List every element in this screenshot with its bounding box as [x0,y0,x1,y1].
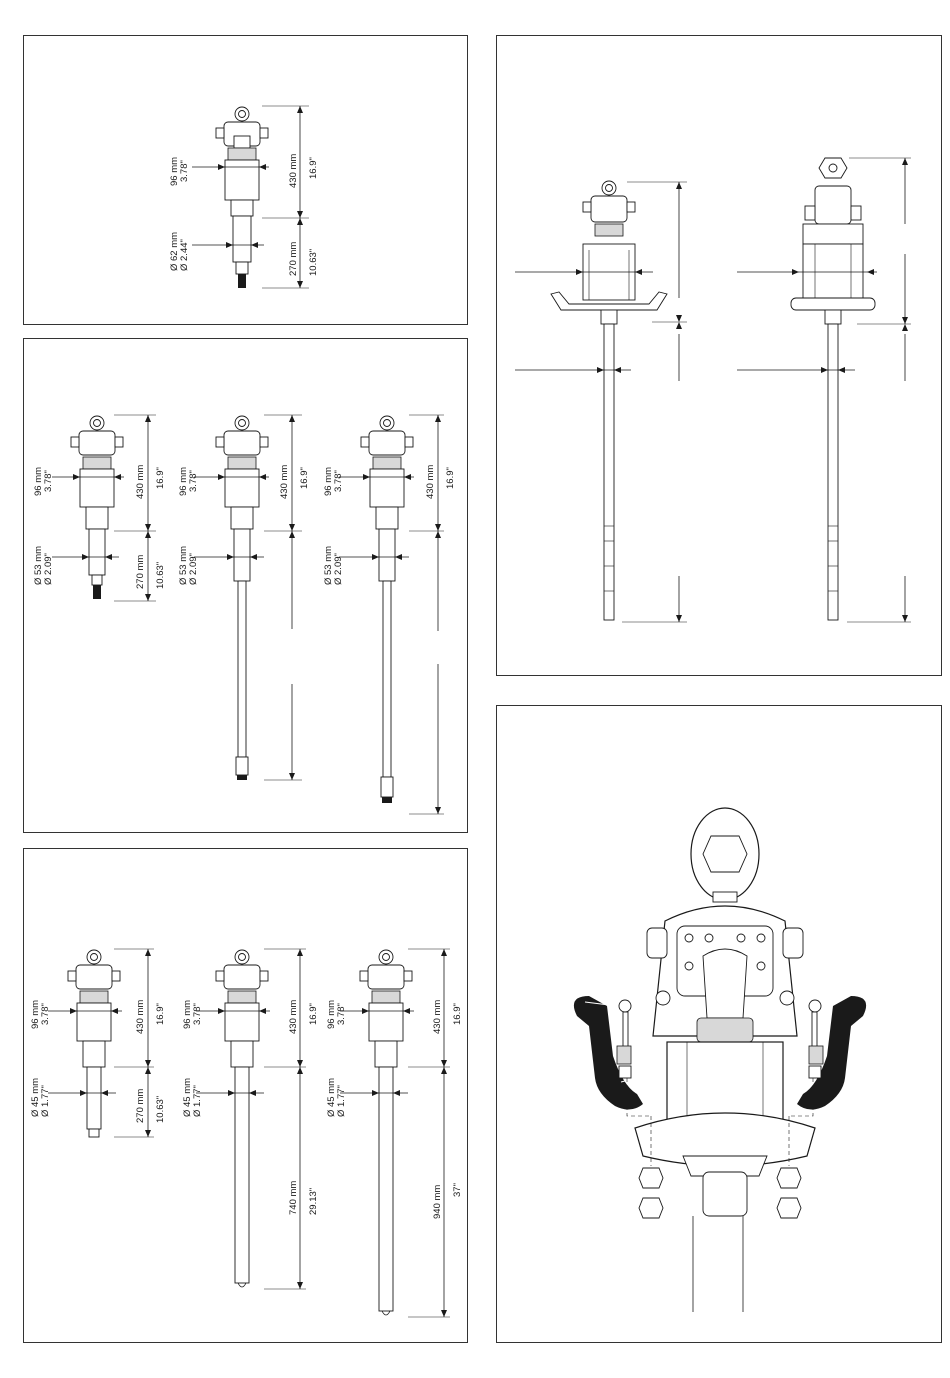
p3-3-dim-b-in: 16.9" [452,1003,463,1025]
p3-3-dim-d-in: 37" [452,1183,463,1197]
pump-figure-2 [215,949,269,1288]
p2-1-dim-b-in: 16.9" [155,467,166,489]
p3-1-dim-a: 96 mm [30,1000,41,1029]
p2-3-dim-b: 430 mm [425,465,436,499]
p3-1-dim-b: 430 mm [135,1000,146,1034]
lifting-eye [690,807,760,903]
p3-1-dim-c-in: Ø 1.77" [40,1085,51,1117]
p2-1-dim-c: Ø 53 mm [33,546,44,585]
p2-3-dim-a-in: 3.78" [333,470,344,492]
p3-3-dim-d: 940 mm [432,1185,443,1219]
p2-2-dim-a: 96 mm [178,467,189,496]
p3-3-dim-a-in: 3.78" [336,1003,347,1025]
pump-figure-1 [70,415,124,599]
p2-2-dim-b-in: 16.9" [299,467,310,489]
p3-2-dim-b: 430 mm [288,1000,299,1034]
p3-3-dim-b: 430 mm [432,1000,443,1034]
pump-drawing-4 [515,157,911,623]
p3-2-dim-a: 96 mm [182,1000,193,1029]
p2-2-dim-c: Ø 53 mm [178,546,189,585]
p3-1-dim-b-in: 16.9" [155,1003,166,1025]
panel-pumps-with-cover [496,35,942,676]
p2-1-dim-d: 270 mm [135,555,146,589]
pump-with-drum [790,157,876,621]
p2-2-dim-c-in: Ø 2.09" [188,553,199,585]
dim-a: 96 mm [169,157,180,186]
left-handle-icon [573,996,643,1110]
dim-b: 430 mm [288,154,299,188]
p3-3-dim-c-in: Ø 1.77" [336,1085,347,1117]
pump-cylinder [634,1041,816,1312]
dim-b-in: 16.9" [308,157,319,179]
p3-2-dim-d: 740 mm [288,1181,299,1215]
p3-1-dim-a-in: 3.78" [40,1003,51,1025]
p2-3-dim-c-in: Ø 2.09" [333,553,344,585]
panel-handle-assembly [496,705,942,1343]
dim-c: Ø 62 mm [169,232,180,271]
p3-2-dim-a-in: 3.78" [192,1003,203,1025]
p2-2-dim-b: 430 mm [279,465,290,499]
p3-2-dim-b-in: 16.9" [308,1003,319,1025]
p3-1-dim-d-in: 10.63" [155,1096,166,1123]
p2-1-dim-c-in: Ø 2.09" [43,553,54,585]
p3-1-dim-d: 270 mm [135,1089,146,1123]
p3-2-dim-c: Ø 45 mm [182,1078,193,1117]
right-handle-icon [797,996,867,1110]
p2-1-dim-b: 430 mm [135,465,146,499]
pump-figure-3 [360,415,414,803]
pump-figure-3 [359,949,413,1316]
p3-2-dim-c-in: Ø 1.77" [192,1085,203,1117]
pump-figure [215,106,269,288]
p2-1-dim-a-in: 3.78" [43,470,54,492]
pump-figure-2 [215,415,269,780]
pump-figure-1 [67,949,121,1138]
handle-assembly-drawing [573,807,867,1312]
panel-pumps-53mm: 96 mm 3.78" 430 mm 16.9" Ø 53 mm Ø 2.09"… [23,338,468,833]
p2-2-dim-a-in: 3.78" [188,470,199,492]
p2-1-dim-a: 96 mm [33,467,44,496]
lower-nuts [638,1167,802,1219]
p3-1-dim-c: Ø 45 mm [30,1078,41,1117]
panel-pumps-45mm: 96 mm 3.78" 430 mm 16.9" Ø 45 mm Ø 1.77"… [23,848,468,1343]
p3-2-dim-d-in: 29.13" [308,1188,319,1215]
p3-3-dim-a: 96 mm [326,1000,337,1029]
pump-drawing-1: 96 mm 3.78" 430 mm 16.9" Ø 62 mm Ø 2.44"… [169,105,319,289]
p3-3-dim-c: Ø 45 mm [326,1078,337,1117]
p2-3-dim-a: 96 mm [323,467,334,496]
pump-head [646,905,804,1043]
pump-drawing-3: 96 mm 3.78" 430 mm 16.9" Ø 45 mm Ø 1.77"… [30,948,463,1318]
p2-3-dim-c: Ø 53 mm [323,546,334,585]
dim-c-in: Ø 2.44" [179,239,190,271]
pump-with-tray [550,180,668,621]
p2-1-dim-d-in: 10.63" [155,562,166,589]
dim-d: 270 mm [288,242,299,276]
panel-pump-short-62mm: 96 mm 3.78" 430 mm 16.9" Ø 62 mm Ø 2.44"… [23,35,468,325]
dim-a-in: 3.78" [179,160,190,182]
p2-3-dim-b-in: 16.9" [445,467,456,489]
dim-d-in: 10.63" [308,249,319,276]
pump-drawing-2: 96 mm 3.78" 430 mm 16.9" Ø 53 mm Ø 2.09"… [33,414,456,815]
